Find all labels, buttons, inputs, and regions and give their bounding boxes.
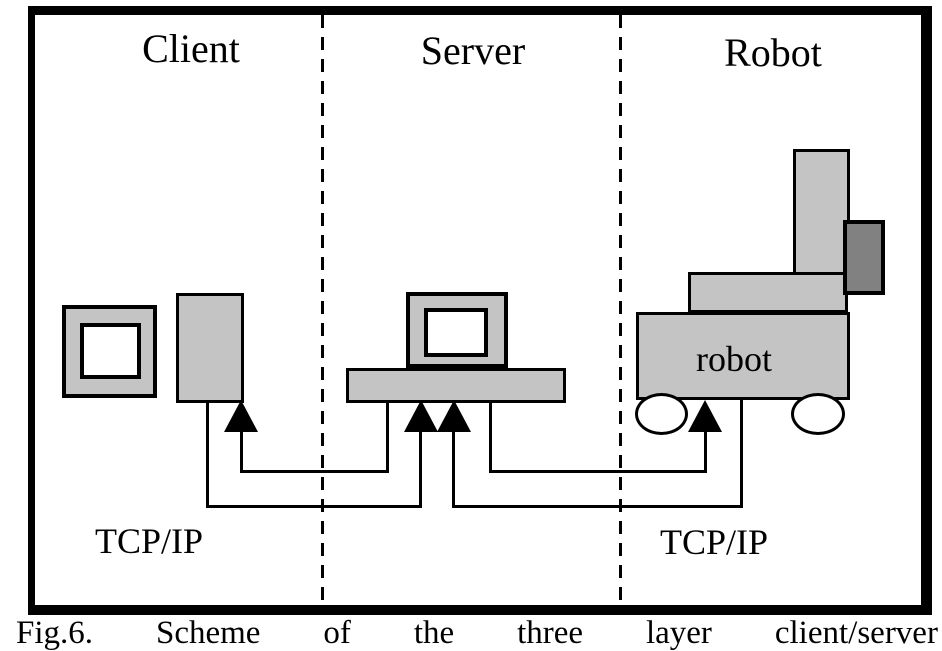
tcp-ip-label-left: TCP/IP — [95, 521, 204, 561]
figure-frame — [28, 6, 932, 615]
connector-robot-to-server-up — [452, 430, 455, 508]
connector-server-to-client-up — [240, 430, 243, 473]
divider-client-server — [321, 15, 324, 605]
connector-server-to-client-across — [240, 470, 389, 473]
arrowhead-into-robot — [688, 400, 722, 432]
robot-wheel-left — [635, 393, 688, 435]
caption-word: Fig.6. — [16, 615, 94, 651]
arrowhead-into-client — [224, 400, 258, 432]
client-monitor-screen — [80, 323, 141, 379]
server-base-unit — [346, 368, 566, 403]
robot-body-label: robot — [696, 339, 772, 379]
client-section-label: Client — [142, 26, 240, 71]
connector-server-to-robot-down — [489, 400, 492, 473]
server-monitor — [406, 292, 508, 368]
connector-server-to-robot-across — [489, 470, 707, 473]
server-section-label: Server — [420, 28, 526, 73]
robot-mast — [793, 149, 850, 275]
connector-client-to-server-up — [419, 430, 422, 508]
tcp-ip-label-right: TCP/IP — [660, 522, 769, 562]
robot-shoulder — [688, 272, 848, 313]
connector-client-to-server-across — [206, 505, 422, 508]
caption-word: three — [517, 615, 584, 651]
robot-gripper — [843, 220, 885, 295]
client-monitor — [62, 305, 157, 398]
caption-word: the — [413, 615, 455, 651]
caption-word: Scheme — [155, 615, 261, 651]
connector-server-to-client-down — [386, 400, 389, 473]
robot-wheel-right — [791, 393, 845, 435]
connector-server-to-robot-up — [704, 430, 707, 473]
caption-word: layer — [645, 615, 712, 651]
caption-word: client/server — [774, 615, 938, 651]
connector-robot-to-server-across — [452, 505, 743, 508]
client-tower — [176, 293, 244, 403]
connector-robot-to-server-down — [740, 396, 743, 508]
figure-caption: Fig.6. Scheme of the three layer client/… — [16, 615, 938, 651]
server-monitor-screen — [424, 308, 488, 357]
arrowhead-into-server-left — [404, 400, 438, 432]
divider-server-robot — [619, 15, 622, 605]
robot-body — [636, 312, 850, 400]
connector-client-to-server-down — [206, 400, 209, 508]
arrowhead-into-server-right — [437, 400, 471, 432]
caption-word: of — [323, 615, 351, 651]
robot-section-label: Robot — [724, 30, 822, 75]
